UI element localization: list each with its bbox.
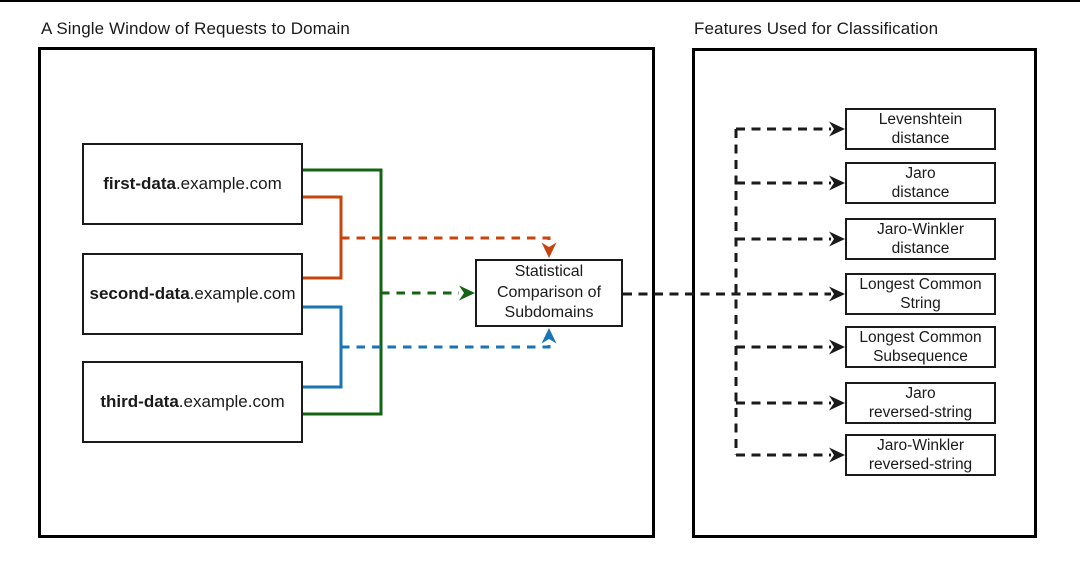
- domain-subdomain: second-data: [89, 284, 190, 303]
- feature-box-jaro-reversed: Jaro reversed-string: [845, 382, 996, 424]
- domain-box-first: first-data.example.com: [82, 143, 303, 225]
- statistical-comparison-box: Statistical Comparison of Subdomains: [475, 259, 623, 327]
- domain-label: third-data.example.com: [100, 392, 284, 412]
- domain-label: second-data.example.com: [90, 284, 296, 304]
- single-window-panel-title: A Single Window of Requests to Domain: [41, 19, 350, 38]
- feature-box-longest-common-subsequence: Longest Common Subsequence: [845, 326, 996, 368]
- feature-box-jaro: Jaro distance: [845, 162, 996, 204]
- domain-box-third: third-data.example.com: [82, 361, 303, 443]
- domain-suffix: .example.com: [189, 284, 296, 303]
- domain-label: first-data.example.com: [103, 174, 282, 194]
- top-rule: [0, 0, 1080, 2]
- domain-suffix: .example.com: [175, 174, 282, 193]
- features-panel-title: Features Used for Classification: [694, 19, 939, 38]
- feature-box-levenshtein: Levenshtein distance: [845, 108, 996, 150]
- domain-box-second: second-data.example.com: [82, 253, 303, 335]
- domain-subdomain: first-data: [103, 174, 176, 193]
- feature-box-jaro-winkler: Jaro-Winkler distance: [845, 218, 996, 260]
- domain-suffix: .example.com: [178, 392, 285, 411]
- feature-box-longest-common-string: Longest Common String: [845, 273, 996, 315]
- feature-box-jaro-winkler-reversed: Jaro-Winkler reversed-string: [845, 434, 996, 476]
- domain-subdomain: third-data: [100, 392, 179, 411]
